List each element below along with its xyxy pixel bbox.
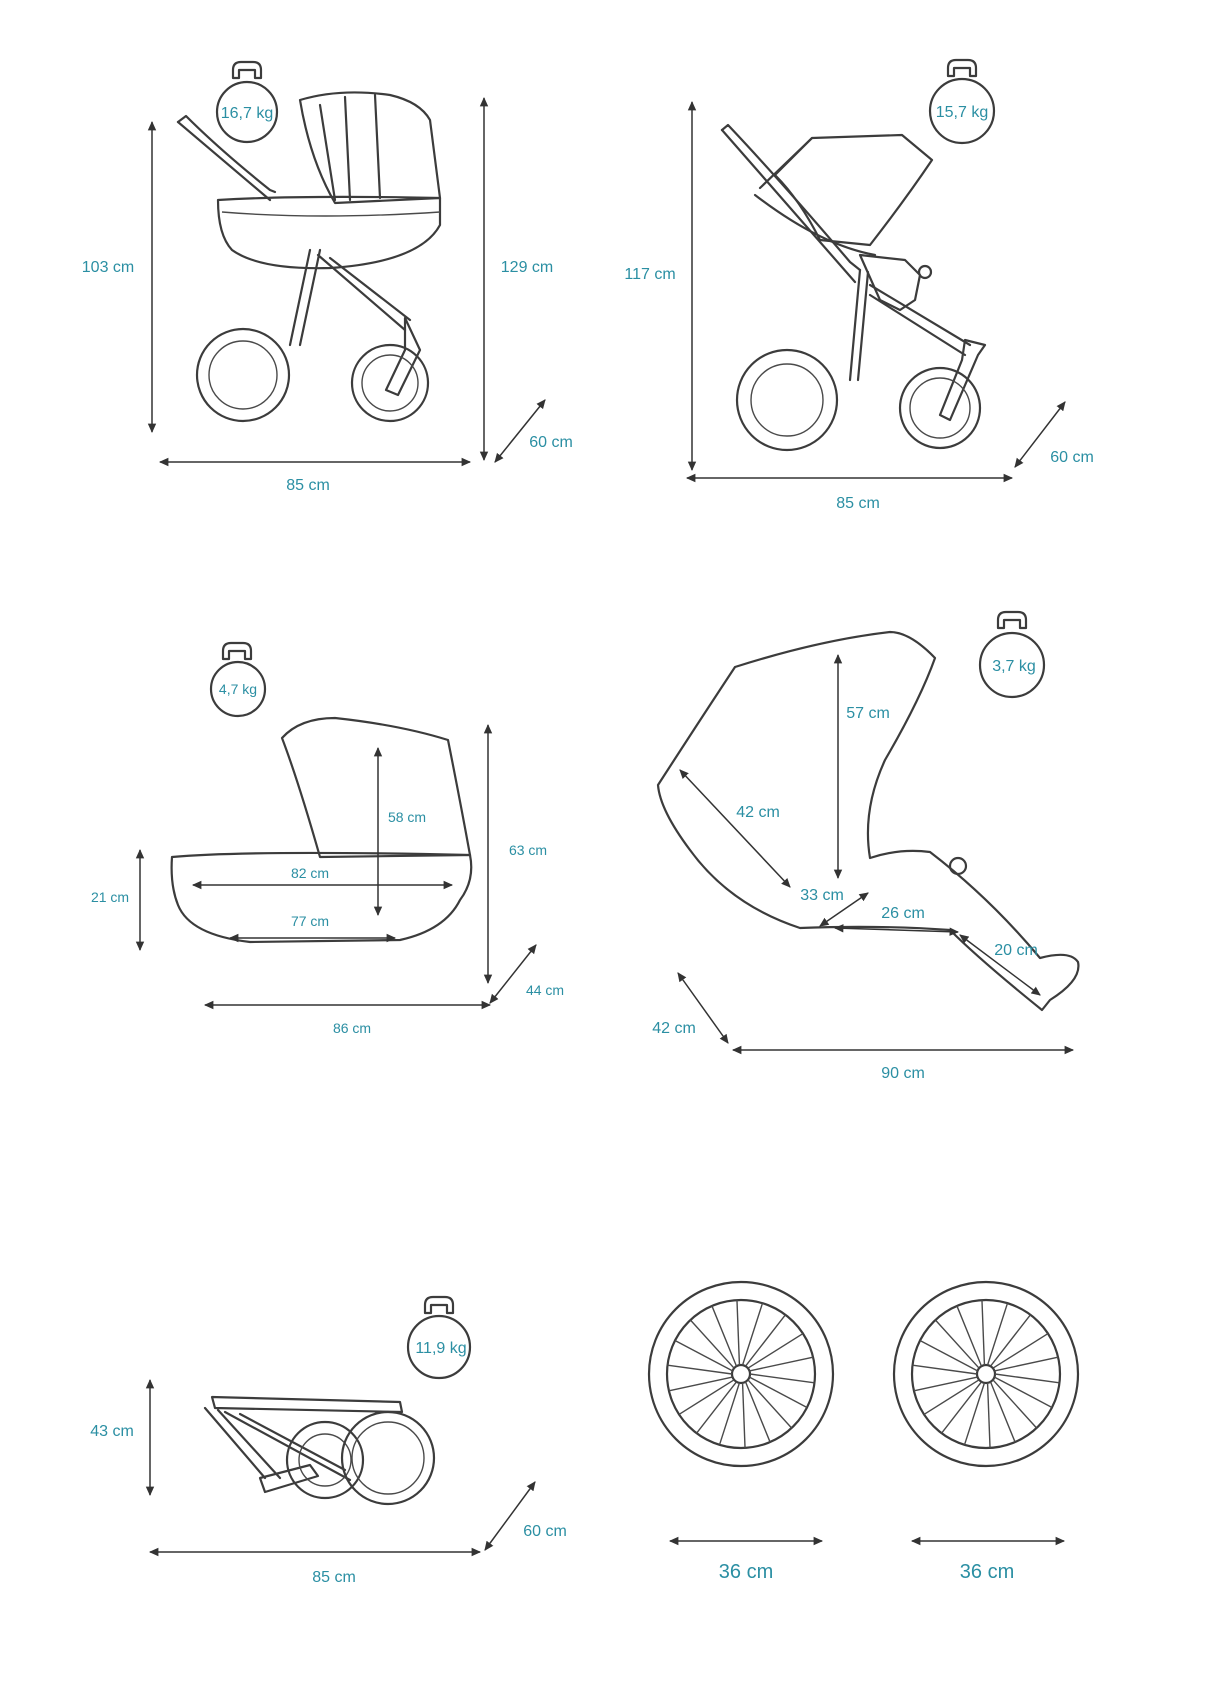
seat-depth-arrow [819, 892, 869, 927]
weight-icon: 15,7 kg [928, 58, 996, 145]
folded-height: 43 cm [90, 1423, 134, 1440]
wheel-spoke [981, 1300, 986, 1366]
carrycot-side-height: 21 cm [91, 889, 129, 905]
carrycot-width: 44 cm [526, 982, 564, 998]
folded-weight: 11,9 kg [415, 1340, 466, 1357]
wheel-spoke [994, 1373, 1060, 1384]
wheel-spoke [674, 1339, 733, 1372]
pram-total-height: 129 cm [501, 259, 553, 276]
wheel-spoke [749, 1373, 815, 1384]
weight-icon: 3,7 kg [978, 610, 1046, 699]
wheels-panel: 36 cm 36 cm [647, 1280, 1080, 1583]
carrycot-inner-bottom: 77 cm [291, 913, 329, 929]
wheel-spoke [992, 1332, 1049, 1369]
wheel-spoke [744, 1314, 786, 1367]
seat-panel: 3,7 kg 57 cm 42 cm 33 cm 26 cm 20 cm 42 … [652, 610, 1080, 1082]
wheel-spoke [934, 1319, 980, 1369]
wheel-spoke [989, 1314, 1031, 1367]
wheel-spoke [919, 1339, 978, 1372]
wheel-spoke [749, 1376, 808, 1409]
pram-illustration [176, 91, 442, 423]
wheel-spoke [994, 1356, 1059, 1372]
folded-panel: 11,9 kg 43 cm 60 cm 85 cm [90, 1295, 567, 1586]
wheel-spoke [941, 1381, 983, 1434]
carrycot-weight: 4,7 kg [219, 681, 257, 697]
pram-length: 85 cm [286, 477, 330, 494]
pram-depth-arrow [494, 399, 546, 463]
wheel-spoke [718, 1382, 741, 1446]
seat-back-length: 42 cm [736, 804, 780, 821]
pram-weight: 16,7 kg [221, 105, 273, 122]
wheel-spoke [986, 1382, 991, 1448]
stroller-panel: 15,7 kg 117 cm 60 cm 85 cm [624, 58, 1094, 512]
wheel-spoke [956, 1305, 983, 1367]
pram-handle-height: 103 cm [82, 259, 134, 276]
stroller-length: 85 cm [836, 495, 880, 512]
wheel-spoke [747, 1379, 793, 1429]
seat-back-length-arrow [679, 769, 791, 888]
seat-total-length: 90 cm [881, 1065, 925, 1082]
wheel-spoke [994, 1376, 1053, 1409]
seat-length-arrow [833, 924, 960, 936]
seat-depth: 33 cm [800, 887, 844, 904]
wheel-spoke [749, 1356, 814, 1372]
wheel-spoke [678, 1379, 735, 1416]
seat-weight: 3,7 kg [992, 658, 1036, 675]
seat-leg-rest-arrow [959, 934, 1041, 996]
seat-leg-rest: 20 cm [994, 942, 1038, 959]
wheel-spoke [989, 1381, 1016, 1443]
weight-icon: 16,7 kg [215, 60, 279, 144]
carrycot-hood-height: 58 cm [388, 809, 426, 825]
weight-icon: 11,9 kg [406, 1295, 472, 1380]
carrycot-inner-top: 82 cm [291, 865, 329, 881]
seat-width: 42 cm [652, 1020, 696, 1037]
carrycot-illustration [170, 716, 473, 944]
carrycot-total-height: 63 cm [509, 842, 547, 858]
wheel-spoke [711, 1305, 738, 1367]
folded-depth: 60 cm [523, 1523, 567, 1540]
pram-panel: 16,7 kg 103 cm 129 cm 60 cm 85 cm [82, 60, 573, 494]
wheel-spoke [912, 1364, 978, 1375]
weight-icon: 4,7 kg [209, 641, 267, 718]
wheel-spoke [696, 1381, 738, 1434]
pram-depth: 60 cm [529, 434, 573, 451]
seat-back-height: 57 cm [846, 705, 890, 722]
wheel-spoke [992, 1379, 1038, 1429]
wheel-spoke [667, 1364, 733, 1375]
folded-length: 85 cm [312, 1569, 356, 1586]
carrycot-panel: 4,7 kg 58 cm 63 cm 21 cm 82 cm 77 cm 44 … [91, 641, 564, 1036]
front-wheel [647, 1280, 835, 1468]
wheel-spoke [913, 1376, 978, 1392]
wheel-spoke [741, 1302, 764, 1366]
wheel-spoke [741, 1382, 746, 1448]
wheel-spoke [736, 1300, 741, 1366]
folded-illustration [203, 1395, 436, 1506]
wheel-spoke [747, 1332, 804, 1369]
stroller-depth: 60 cm [1050, 449, 1094, 466]
carrycot-length: 86 cm [333, 1020, 371, 1036]
stroller-height: 117 cm [624, 266, 675, 283]
stroller-depth-arrow [1014, 401, 1066, 468]
rear-wheel-diameter: 36 cm [960, 1561, 1014, 1583]
wheel-spoke [923, 1379, 980, 1416]
stroller-illustration [720, 123, 987, 452]
stroller-weight: 15,7 kg [936, 104, 988, 121]
wheel-spoke [963, 1382, 986, 1446]
folded-depth-arrow [484, 1481, 536, 1551]
rear-wheel [892, 1280, 1080, 1468]
seat-length: 26 cm [881, 905, 925, 922]
wheel-spoke [668, 1376, 733, 1392]
wheel-spoke [986, 1302, 1009, 1366]
front-wheel-diameter: 36 cm [719, 1561, 773, 1583]
seat-width-arrow [677, 972, 729, 1044]
carrycot-width-arrow [489, 944, 537, 1004]
wheel-spoke [744, 1381, 771, 1443]
wheel-spoke [689, 1319, 735, 1369]
